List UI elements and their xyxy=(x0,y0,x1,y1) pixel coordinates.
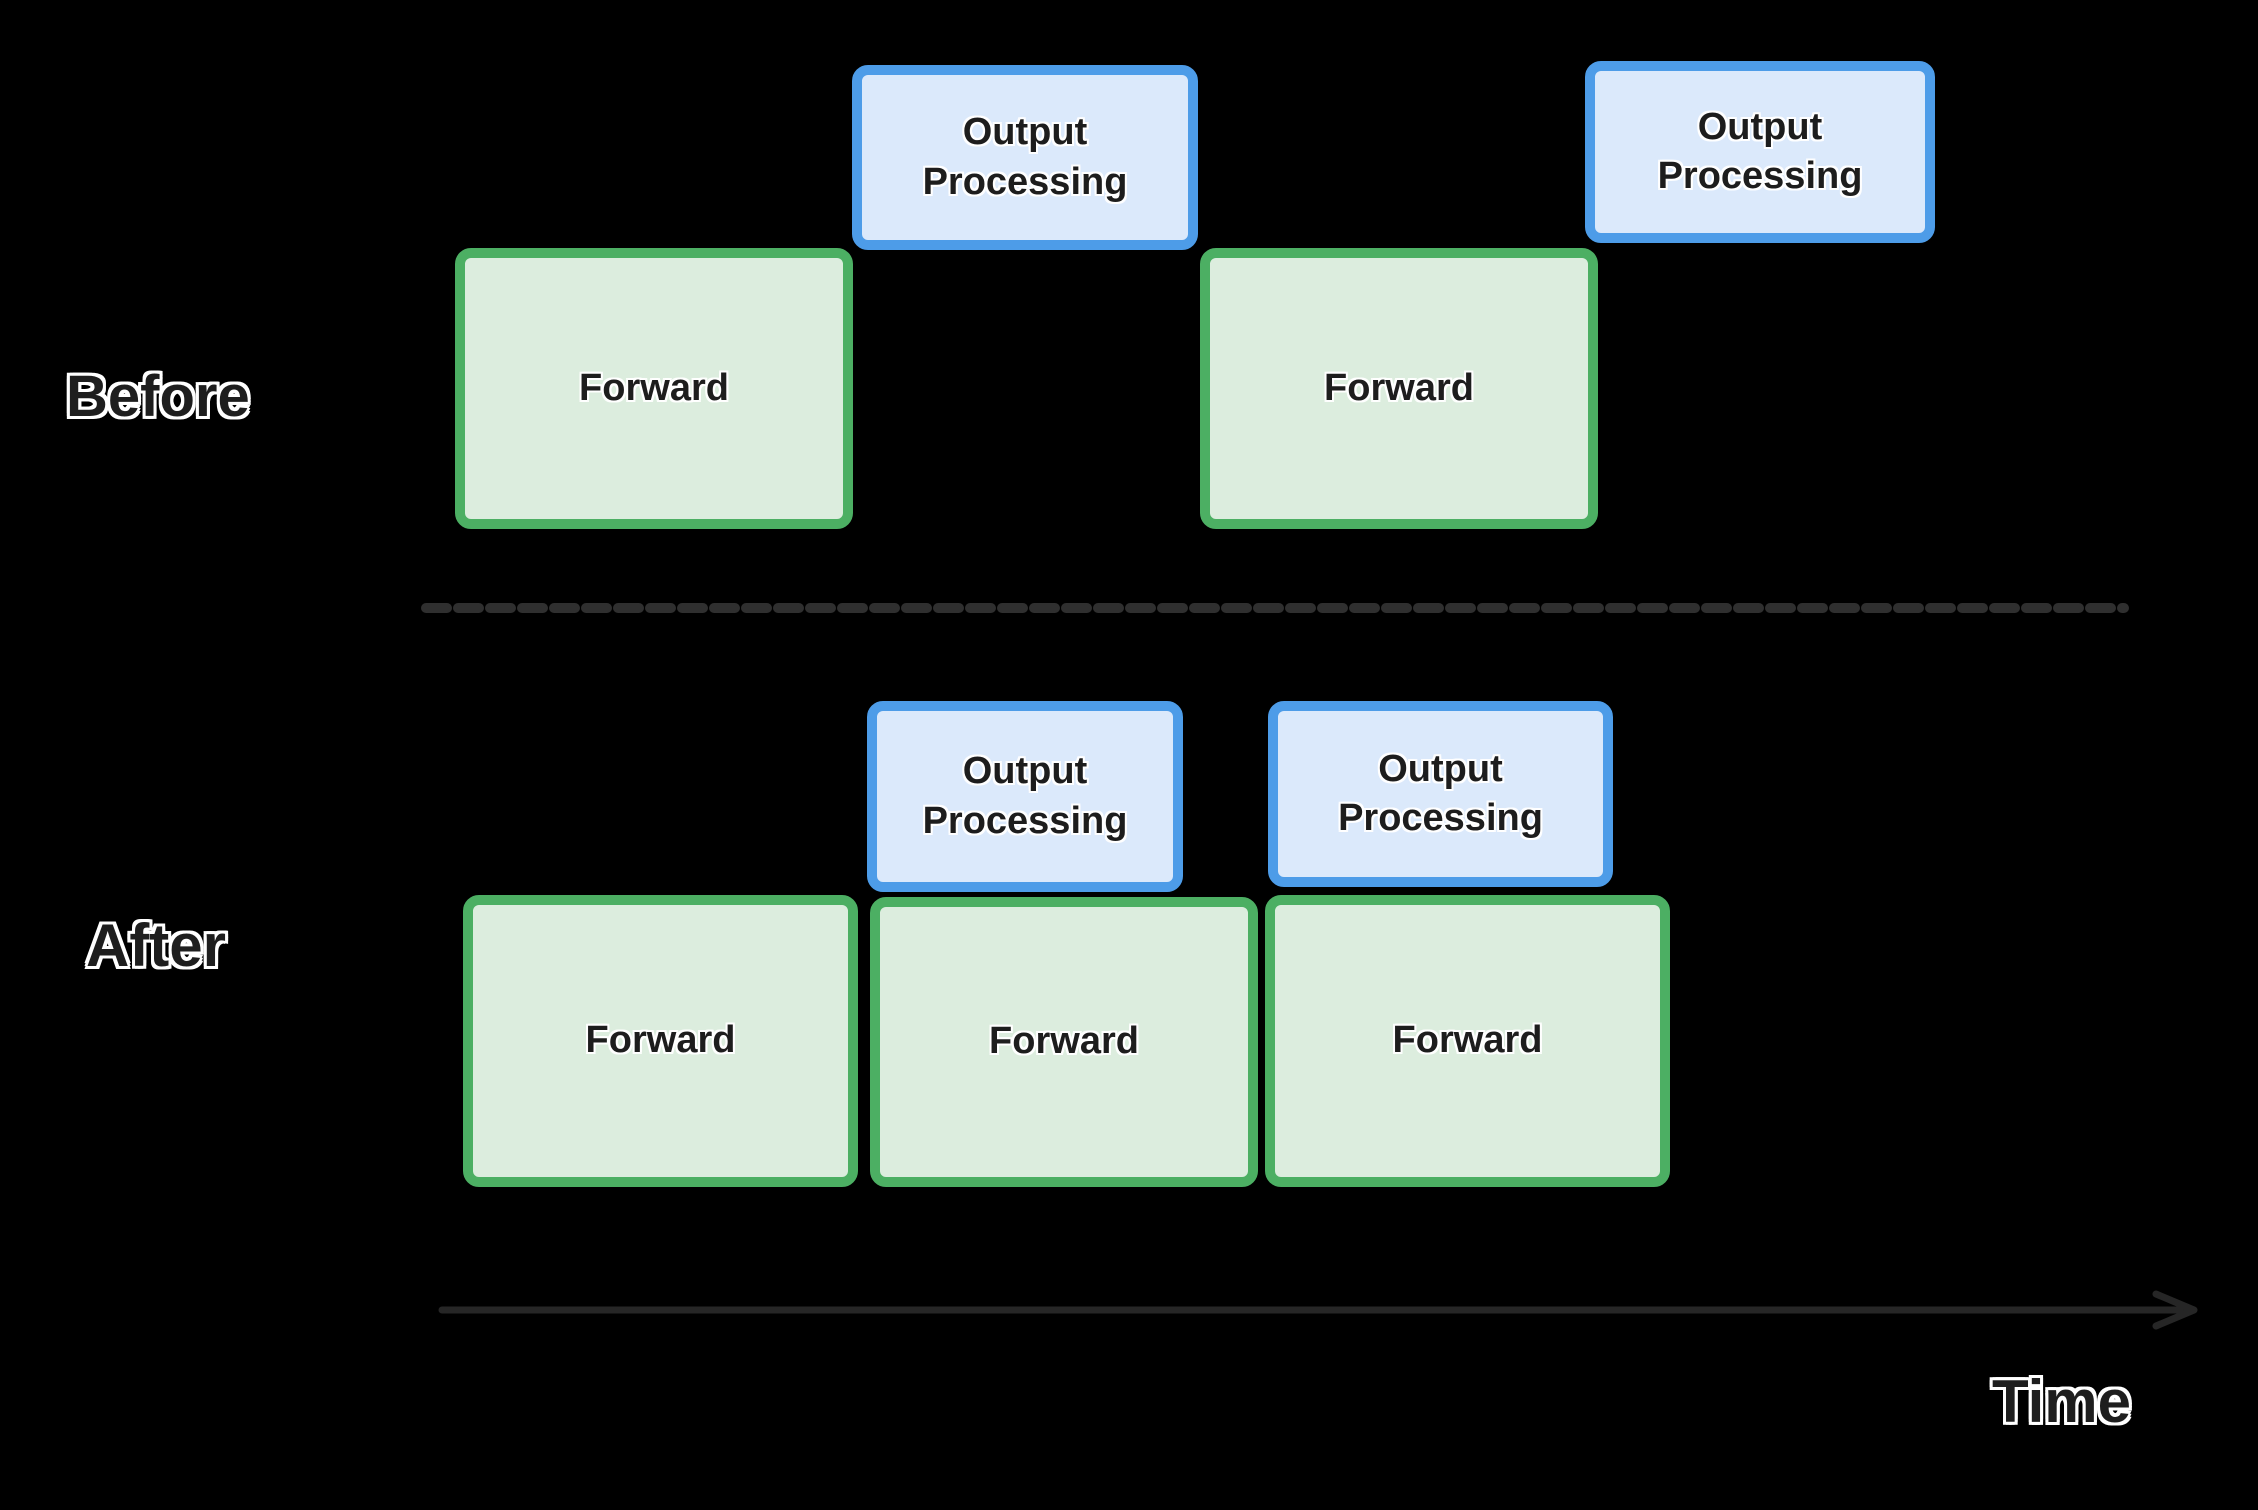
output-processing-box: Output Processing xyxy=(852,65,1198,250)
forward-box-label: Forward xyxy=(585,1019,736,1062)
dashed-separator xyxy=(421,603,2129,613)
forward-box-label: Forward xyxy=(1324,366,1474,409)
output-processing-box: Output Processing xyxy=(1268,701,1613,887)
time-axis-arrow xyxy=(438,1290,2198,1330)
forward-box: Forward xyxy=(1265,895,1670,1187)
output-processing-box-label: Output Processing xyxy=(922,750,1128,842)
forward-box: Forward xyxy=(455,248,853,529)
forward-box-label: Forward xyxy=(1392,1019,1543,1062)
output-processing-box: Output Processing xyxy=(867,701,1183,892)
before-section-label: Before xyxy=(66,364,250,429)
forward-box-label: Forward xyxy=(989,1020,1139,1063)
forward-box-label: Forward xyxy=(579,366,729,409)
forward-box: Forward xyxy=(870,897,1258,1187)
output-processing-box-label: Output Processing xyxy=(922,111,1128,203)
time-axis-label: Time xyxy=(1992,1368,2131,1435)
forward-box: Forward xyxy=(1200,248,1598,529)
output-processing-box-label: Output Processing xyxy=(1657,105,1863,197)
after-section-label: After xyxy=(86,912,227,979)
output-processing-box-label: Output Processing xyxy=(1338,747,1543,839)
output-processing-box: Output Processing xyxy=(1585,61,1935,243)
forward-box: Forward xyxy=(463,895,858,1187)
